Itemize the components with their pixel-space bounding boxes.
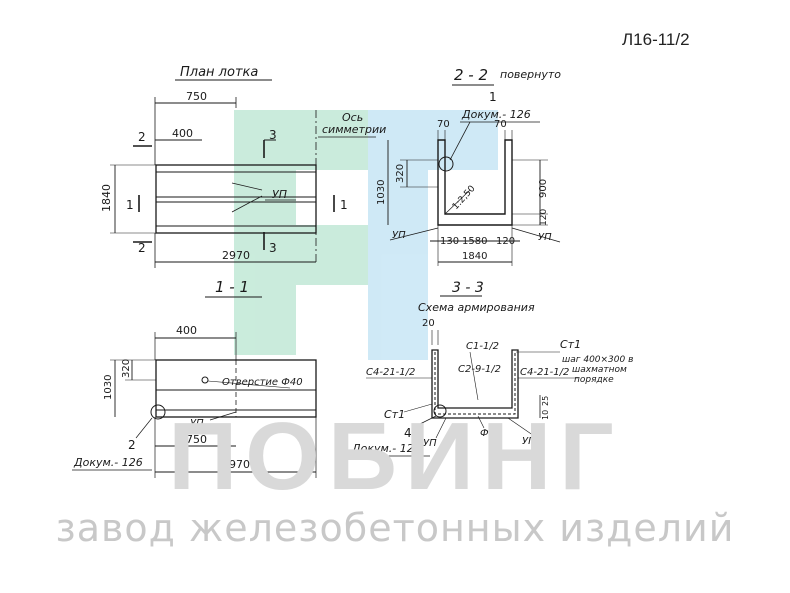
- plan-section-3-bottom: 3: [269, 241, 277, 255]
- sec22-dim-1840: 1840: [462, 251, 487, 262]
- sec33-dim-20: 20: [422, 318, 435, 329]
- sec11-dim-1030: 1030: [103, 375, 114, 400]
- sec33-up-mid: УП: [423, 438, 437, 449]
- plan-dim-1840: 1840: [100, 184, 113, 212]
- sec33-c4-left: С4-21-1/2: [366, 367, 415, 378]
- logo-bar-green-mid: [296, 225, 368, 285]
- sec22-ref-doc: Докум.- 126: [461, 108, 531, 121]
- brand-logo: [234, 110, 498, 360]
- sec11-up: УП: [190, 418, 204, 429]
- plan-up-label: УП: [272, 188, 287, 201]
- plan-axis-label-2: симметрии: [322, 123, 386, 136]
- sec22-dim-1030: 1030: [376, 180, 387, 205]
- sec33-ct1-left: Ст1: [384, 408, 405, 421]
- sec11-dim-320: 320: [121, 359, 132, 378]
- sec11-dim-750: 750: [186, 433, 207, 446]
- sec33-pitch-2: шахматном: [572, 365, 627, 375]
- brand-name: ПОБИНГ: [168, 403, 622, 510]
- plan-dim-750: 750: [186, 90, 207, 103]
- sec33-pitch-1: шаг 400×300 в: [562, 355, 633, 365]
- sec11-ref-2: 2: [128, 438, 136, 452]
- sec33-ct1-right: Ст1: [560, 338, 581, 351]
- sec33-c1: С1-1/2: [466, 341, 499, 352]
- sec22-dim-320: 320: [395, 164, 406, 183]
- sec33-c2: С2-9-1/2: [458, 364, 501, 375]
- sec22-up-left: УП: [392, 230, 406, 241]
- sec22-dim-120v: 120: [539, 209, 549, 226]
- sec22-subtitle: повернуто: [500, 68, 561, 81]
- sec22-dim-900: 900: [538, 179, 549, 198]
- sec11-title: 1 - 1: [215, 278, 249, 296]
- sec22-slope: 1:2,50: [451, 184, 478, 212]
- sec33-dim-10: 10: [541, 410, 550, 420]
- sec22-dim-1580: 1580: [462, 236, 487, 247]
- plan-title: План лотка: [180, 65, 258, 80]
- sec33-ref-doc: Докум.- 126: [351, 442, 421, 455]
- sec22-dim-70b: 70: [494, 119, 507, 130]
- section-3-3: 3 - 3 Схема армирования 20 С1-1/2 Ст1 ша…: [350, 280, 633, 457]
- sec22-dim-120h: 120: [496, 236, 515, 247]
- sec22-dim-70a: 70: [437, 119, 450, 130]
- sec33-phi1: Ф1: [480, 428, 495, 439]
- brand-subtitle: завод железобетонных изделий: [55, 506, 735, 550]
- document-code: Л16-11/2: [622, 30, 690, 49]
- plan-section-2-top: 2: [138, 130, 146, 144]
- logo-bar-blue-right: [368, 110, 428, 360]
- sec33-ref-4: 4: [404, 426, 412, 440]
- sec33-pitch-3: порядке: [574, 375, 614, 385]
- sec33-title: 3 - 3: [452, 280, 484, 296]
- plan-section-1-left: 1: [126, 198, 134, 212]
- sec33-dim-25: 25: [541, 396, 550, 406]
- sec22-ref-1: 1: [489, 90, 497, 104]
- plan-axis-label-1: Ось: [342, 111, 363, 124]
- sec22-title: 2 - 2: [454, 66, 488, 84]
- plan-dim-400: 400: [172, 127, 193, 140]
- sec11-ref-doc: Докум.- 126: [73, 456, 143, 469]
- section-1-1: 1 - 1 400 Отверстие Ф40 320 1030 2 Докум…: [72, 278, 317, 478]
- plan-section-3-top: 3: [269, 128, 277, 142]
- sec11-dim-2970: 2970: [222, 458, 250, 471]
- sec33-c4-right: С4-21-1/2: [520, 367, 569, 378]
- plan-dim-2970: 2970: [222, 249, 250, 262]
- sec33-up-right: УП: [522, 436, 536, 447]
- sec33-scheme: Схема армирования: [418, 301, 535, 314]
- sec11-dim-400: 400: [176, 324, 197, 337]
- plan-section-2-bottom: 2: [138, 241, 146, 255]
- sec11-hole: Отверстие Ф40: [222, 377, 303, 388]
- sec22-dim-130: 130: [440, 236, 459, 247]
- plan-view: План лотка 750 400 2 2 Ось симметрии 3 3: [100, 65, 386, 268]
- plan-section-1-right: 1: [340, 198, 348, 212]
